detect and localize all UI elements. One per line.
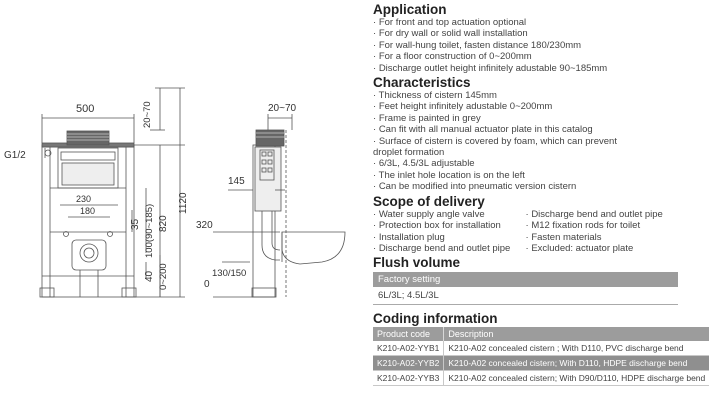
- dim-180: 180: [80, 206, 95, 216]
- delivery-right-list: Discharge bend and outlet pipe M12 fixat…: [526, 209, 679, 255]
- delivery-title: Scope of delivery: [373, 193, 485, 209]
- list-item: M12 fixation rods for toilet: [526, 220, 679, 231]
- characteristics-list: Thickness of cistern 145mm Feet height i…: [373, 90, 678, 193]
- coding-title: Coding information: [373, 311, 498, 327]
- list-item: Fasten materials: [526, 232, 679, 243]
- list-item: Discharge outlet height infinitely adust…: [373, 63, 678, 74]
- actuator-housing-front: [66, 130, 110, 146]
- table-row: K210-A02-YYB2 K210-A02 concealed cistern…: [373, 355, 709, 372]
- list-item: Protection box for installation: [373, 220, 526, 231]
- list-item: Installation plug: [373, 232, 526, 243]
- dim-145: 145: [228, 176, 245, 187]
- list-item: For a floor construction of 0~200mm: [373, 51, 678, 62]
- product-description: K210-A02 concealed cistern ; With D110, …: [443, 341, 709, 357]
- list-item: droplet formation: [373, 147, 445, 159]
- actuator-housing-side: [255, 129, 285, 147]
- list-item: 6/3L, 4.5/3L adjustable: [373, 158, 678, 169]
- application-title: Application: [373, 2, 447, 17]
- list-item: Water supply angle valve: [373, 209, 526, 220]
- dim-320: 320: [196, 220, 213, 231]
- list-item: For front and top actuation optional: [373, 17, 678, 28]
- flush-value: 6L/3L; 4.5L/3L: [373, 287, 678, 306]
- list-item: Discharge bend and outlet pipe: [373, 243, 526, 254]
- dim-40: 40: [144, 270, 155, 282]
- flush-header: Factory setting: [373, 272, 678, 288]
- list-item: Thickness of cistern 145mm: [373, 90, 678, 101]
- list-item: Excluded: actuator plate: [526, 243, 679, 254]
- spec-panel: Application For front and top actuation …: [373, 2, 709, 387]
- dim-1120: 1120: [178, 192, 189, 214]
- list-item: Feet height infinitely adustable 0~200mm: [373, 101, 678, 112]
- col-description: Description: [443, 327, 709, 342]
- list-item: For wall-hung toilet, fasten distance 18…: [373, 40, 678, 51]
- dim-500: 500: [76, 103, 94, 115]
- characteristics-title: Characteristics: [373, 75, 471, 91]
- list-item: Can be modified into pneumatic version c…: [373, 181, 678, 192]
- dim-130-150: 130/150: [212, 268, 246, 279]
- product-code: K210-A02-YYB1: [373, 341, 445, 357]
- technical-drawing: 500 20~70 20~70 G1/2 230 180 35 100(90~1…: [4, 87, 346, 298]
- list-item: Can fit with all manual actuator plate i…: [373, 124, 678, 135]
- dim-20-70-right: 20~70: [268, 103, 297, 114]
- dim-g12: G1/2: [4, 150, 26, 161]
- application-list: For front and top actuation optional For…: [373, 17, 678, 74]
- product-description: K210-A02 concealed cistern; With D110, H…: [443, 355, 709, 372]
- table-row: K210-A02-YYB1 K210-A02 concealed cistern…: [373, 341, 709, 357]
- delivery-left-list: Water supply angle valve Protection box …: [373, 209, 526, 255]
- dim-230: 230: [76, 194, 91, 204]
- delivery-columns: Water supply angle valve Protection box …: [373, 209, 678, 256]
- dim-35: 35: [130, 218, 141, 230]
- product-code: K210-A02-YYB3: [373, 370, 445, 387]
- list-item: Frame is painted in grey: [373, 113, 678, 124]
- dim-0: 0: [204, 279, 210, 290]
- product-code: K210-A02-YYB2: [373, 355, 445, 372]
- col-product-code: Product code: [373, 327, 445, 342]
- flush-title: Flush volume: [373, 255, 461, 271]
- dim-820: 820: [158, 215, 169, 232]
- dim-20-70-left: 20~70: [142, 101, 153, 128]
- table-row: K210-A02-YYB3 K210-A02 concealed cistern…: [373, 370, 709, 387]
- dim-100: 100(90~185): [144, 204, 155, 258]
- list-item: Surface of cistern is covered by foam, w…: [373, 136, 678, 147]
- product-description: K210-A02 concealed cistern; With D90/D11…: [443, 370, 709, 387]
- list-item: The inlet hole location is on the left: [373, 170, 678, 181]
- list-item: Discharge bend and outlet pipe: [526, 209, 679, 220]
- list-item: For dry wall or solid wall installation: [373, 28, 678, 39]
- toilet-bowl: [281, 231, 346, 265]
- table-header-row: Product code Description: [373, 327, 709, 342]
- dim-0-200: 0~200: [158, 263, 169, 290]
- coding-table: Product code Description K210-A02-YYB1 K…: [373, 327, 709, 387]
